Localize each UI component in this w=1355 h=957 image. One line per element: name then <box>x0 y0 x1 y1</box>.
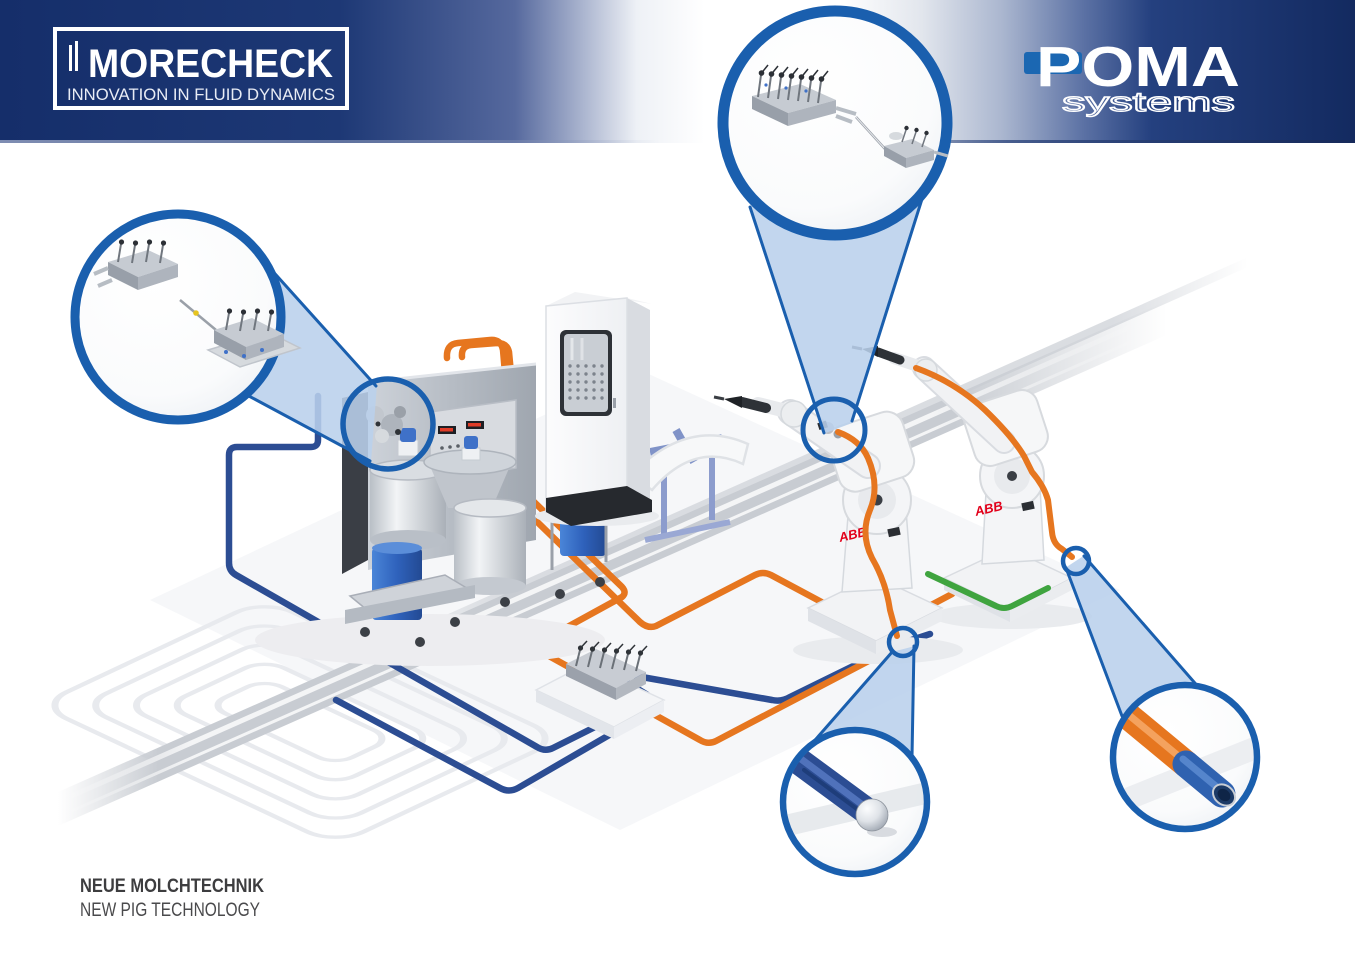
conveyor-rail <box>343 257 1250 670</box>
pig-marker-yellow <box>193 310 199 316</box>
callout-circle-left <box>70 209 302 425</box>
highlight-ring-pig-point-1 <box>886 625 920 659</box>
highlight-rings <box>340 376 1092 659</box>
robot-2-hose <box>913 365 1075 560</box>
morecheck-logo: MORECHECK INNOVATION IN FLUID DYNAMICS <box>53 27 349 110</box>
header-gradient-band <box>0 0 1355 143</box>
poma-logo-mark <box>1024 52 1082 74</box>
caption: NEUE MOLCHTECHNIK NEW PIG TECHNOLOGY <box>80 875 264 921</box>
pig-stations-render <box>93 239 302 368</box>
callout-circle-bottom <box>779 726 931 878</box>
callout-funnel-edges <box>245 197 1244 765</box>
robot-body <box>826 410 916 493</box>
caption-de: NEUE MOLCHTECHNIK <box>80 875 264 897</box>
callout-circle-top <box>717 5 953 241</box>
cabinet-window <box>560 330 612 416</box>
poma-brand-text: POMA <box>1036 35 1240 99</box>
bumper-fixture <box>634 428 750 543</box>
valve-manifold <box>534 640 666 739</box>
header-edge-right <box>820 140 1355 143</box>
pipe-blue-main <box>632 630 934 704</box>
machine-casters <box>360 577 605 647</box>
steel-pig-ball <box>855 798 889 832</box>
pipe-coupling-render <box>1116 702 1254 816</box>
morecheck-logo-bars <box>69 45 72 71</box>
morecheck-title: MORECHECK <box>88 42 333 86</box>
pipe-orange-loop <box>458 339 897 746</box>
header-edge-left <box>0 140 660 143</box>
poma-systems-text: systems <box>1062 87 1235 117</box>
cabinet-plinth <box>546 486 652 526</box>
pig-line-rod <box>179 299 217 331</box>
poma-logo: POMA systems <box>1024 35 1240 118</box>
abb-logo-text: ABB <box>972 498 1004 519</box>
morecheck-logo-box <box>53 27 349 110</box>
ghost-pipe-coils <box>51 605 549 839</box>
cabinet-handle <box>613 398 616 408</box>
morecheck-tagline: INNOVATION IN FLUID DYNAMICS <box>67 86 335 104</box>
robot-applicator <box>713 395 771 413</box>
highlight-ring-mixer <box>340 376 436 472</box>
machine-mixing-tank <box>369 428 447 550</box>
caption-en: NEW PIG TECHNOLOGY <box>80 899 260 921</box>
callout-circle-right <box>1109 681 1261 833</box>
robot-hose-orange <box>913 365 1075 560</box>
manifold-valve-stems <box>575 649 641 672</box>
machine-mixing-tank-2 <box>423 436 517 508</box>
pipe-green-segment <box>925 571 1051 611</box>
abb-logo-text: ABB <box>836 524 868 545</box>
callout-funnel-top <box>750 198 922 434</box>
pig-ball-render <box>786 748 924 838</box>
highlight-ring-pig-point-2 <box>1060 545 1092 577</box>
header-banner <box>0 0 1355 143</box>
conveyor-stripe-1 <box>56 303 1180 805</box>
control-cabinet <box>535 292 659 526</box>
machine-steel-drum <box>453 498 527 595</box>
robot-1-hose <box>835 429 900 639</box>
pig-station-render <box>884 125 949 168</box>
pig-manifold-render <box>752 64 887 151</box>
robot-hose-orange <box>835 429 900 639</box>
agitator-motor <box>400 428 416 442</box>
highlight-ring-robot-arm <box>800 396 868 464</box>
